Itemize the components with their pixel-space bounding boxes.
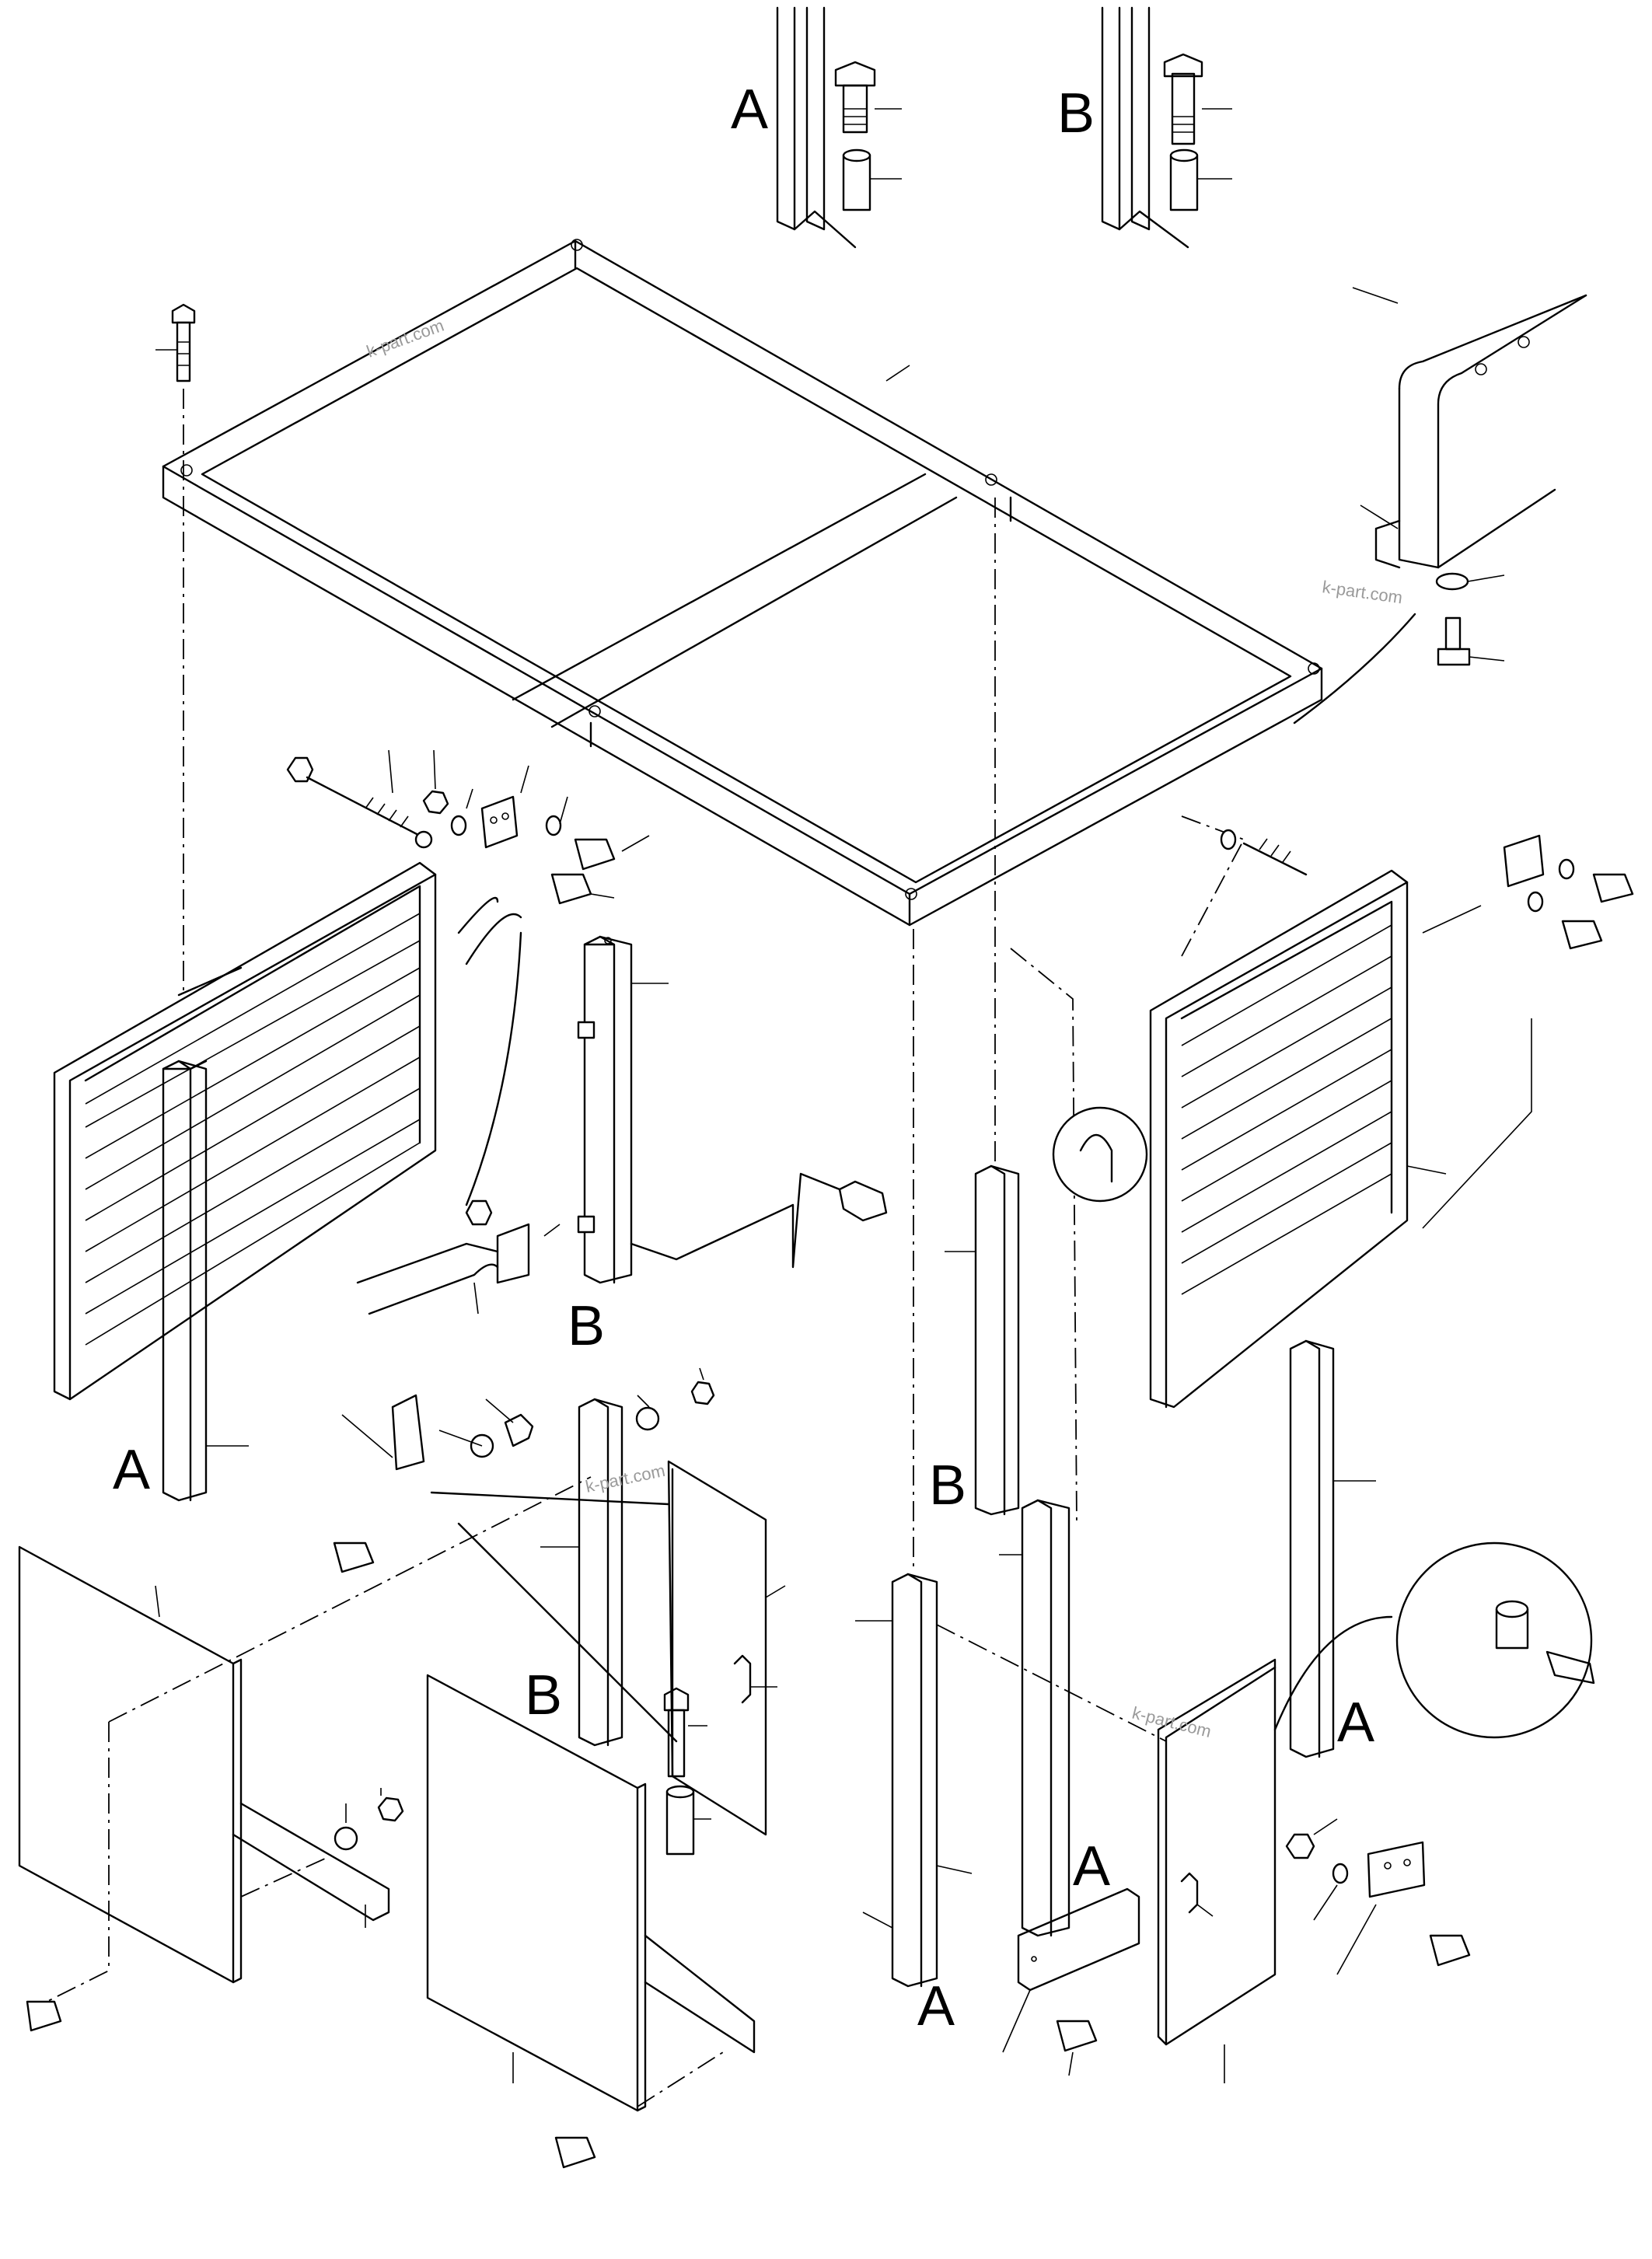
center-post-a-lower (999, 1499, 1070, 1937)
right-louver-panel (1052, 815, 1532, 1409)
label-a-top: A (731, 79, 768, 141)
label-b-left-post: B (568, 1295, 605, 1357)
detail-b-inset (1101, 6, 1232, 249)
right-post-a (1273, 1339, 1595, 1758)
watermark-right-door: k-part.com (1130, 1703, 1214, 1741)
right-door-hinge (1285, 1818, 1471, 1975)
label-a-bottom-post: A (917, 1975, 955, 2037)
top-left-bolt (155, 303, 196, 995)
watermark-frame: k-part.com (364, 316, 446, 361)
mid-plate (1002, 1887, 1140, 2076)
lower-left-hinge (356, 1199, 561, 1315)
left-hinge-hardware (286, 749, 650, 1206)
left-door (667, 1460, 786, 1836)
center-post-b-lower (945, 1164, 1020, 1516)
right-hinge-hardware (1220, 829, 1634, 950)
middle-panel (426, 1674, 756, 2169)
label-b-lower-post: B (525, 1664, 562, 1727)
label-a-right-post: A (1337, 1692, 1374, 1754)
watermark-bracket: k-part.com (1321, 577, 1403, 607)
center-post-a-front (855, 1573, 1167, 1988)
label-b-center-post: B (929, 1454, 966, 1517)
detail-a-inset (776, 6, 902, 249)
watermark-door: k-part.com (584, 1461, 667, 1496)
right-door (1157, 1658, 1277, 2083)
top-frame (162, 239, 1323, 927)
center-dash-line (913, 498, 1077, 1570)
right-bracket (1293, 287, 1587, 724)
lower-post-b (333, 1367, 715, 1747)
left-louver-panel (53, 861, 437, 1401)
label-a-left-post: A (113, 1439, 150, 1501)
left-large-panel (18, 1476, 592, 2032)
center-post-b-upper (577, 935, 888, 1284)
left-post-a (162, 1060, 249, 1502)
label-a-center-lower: A (1073, 1835, 1110, 1898)
label-b-top: B (1057, 82, 1095, 145)
